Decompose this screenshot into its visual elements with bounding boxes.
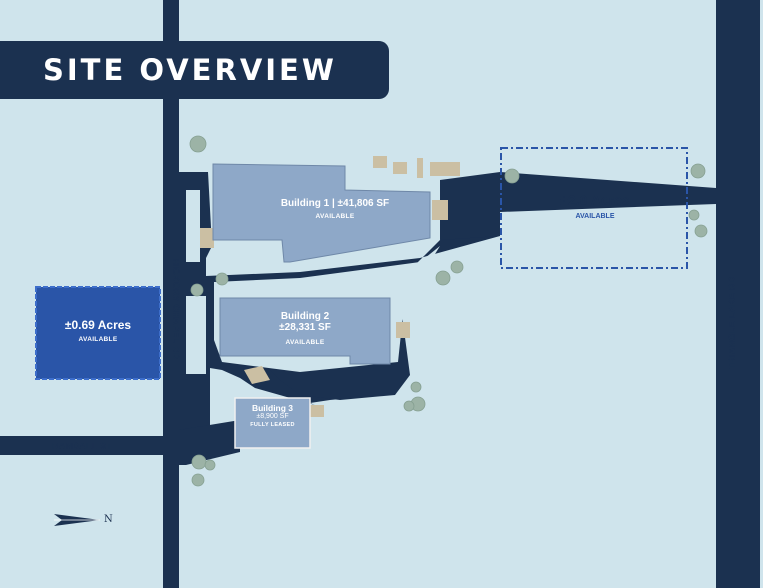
tree [191,454,207,470]
building-1-status: AVAILABLE [315,213,355,220]
building-3[interactable] [234,397,311,449]
annex-6 [396,322,410,338]
tree [435,270,451,286]
annex-structures [200,156,460,417]
building-3-label: Building 3 ±8,900 SF FULLY LEASED [235,403,310,428]
title-banner [0,41,389,99]
triangle-lake-rd-label: TRIANGLE LAKE RD [727,276,737,370]
median-strip [186,190,200,262]
compass-north-label: N [104,514,113,525]
annex-8 [200,228,214,248]
parking-island [186,296,206,374]
randall-st [0,436,173,455]
building-3-name: Building 3 [251,403,294,413]
randall-st-label: RANDALL ST [52,441,113,451]
building-1[interactable] [212,163,431,263]
tree [190,283,204,297]
tree [504,168,520,184]
south-entrance [179,420,240,465]
annex-2 [393,162,407,174]
building-2-label: Building 2 ±28,331 SF AVAILABLE [240,311,370,346]
tree [403,400,415,412]
building-3-size: ±8,900 SF [256,413,289,420]
building-1-size: ±41,806 SF [337,198,390,209]
building-2-name: Building 2 [280,311,330,322]
building-2[interactable] [219,297,391,365]
trees [189,135,708,487]
tree [690,163,706,179]
lower-loop [270,300,410,400]
building-1-separator: | [329,198,338,209]
annex-1 [373,156,387,168]
parcel-069-acres-text: ±0.69 Acres [64,318,132,332]
parcel-2-acres[interactable] [500,147,688,269]
parcel-2-status: AVAILABLE [575,213,615,220]
annex-5 [432,200,448,220]
compass-arrow-icon [54,514,100,526]
tree [450,260,464,274]
tree [191,473,205,487]
parcel-069-label: ±0.69 Acres AVAILABLE [36,318,160,343]
building-2-status: AVAILABLE [285,339,325,346]
tree [688,209,700,221]
annex-3 [417,158,423,178]
parcel-069-status: AVAILABLE [78,336,118,343]
tree [410,381,422,393]
triangle-lake-rd [716,0,760,588]
building-3-status: FULLY LEASED [250,422,295,428]
annex-9 [244,366,270,384]
annex-7 [310,405,324,417]
parcel-2-label: ±2.0 Acres AVAILABLE [540,192,650,220]
page-title: SITE OVERVIEW [43,53,337,87]
building-2-size: ±28,331 SF [279,322,331,333]
tree [215,272,229,286]
building-1-name: Building 1 [280,198,330,209]
building-1-label: Building 1 | ±41,806 SF AVAILABLE [235,198,435,220]
hickory-chapel-rd-label: HICKORY CHAPEL RD [171,258,181,360]
parcel-069-acres[interactable] [35,286,161,380]
driveway-connector [440,172,500,240]
tree [694,224,708,238]
tree [189,135,207,153]
annex-4 [430,162,460,176]
tree [204,459,216,471]
parcel-2-acres-text: ±2.0 Acres [560,192,630,208]
